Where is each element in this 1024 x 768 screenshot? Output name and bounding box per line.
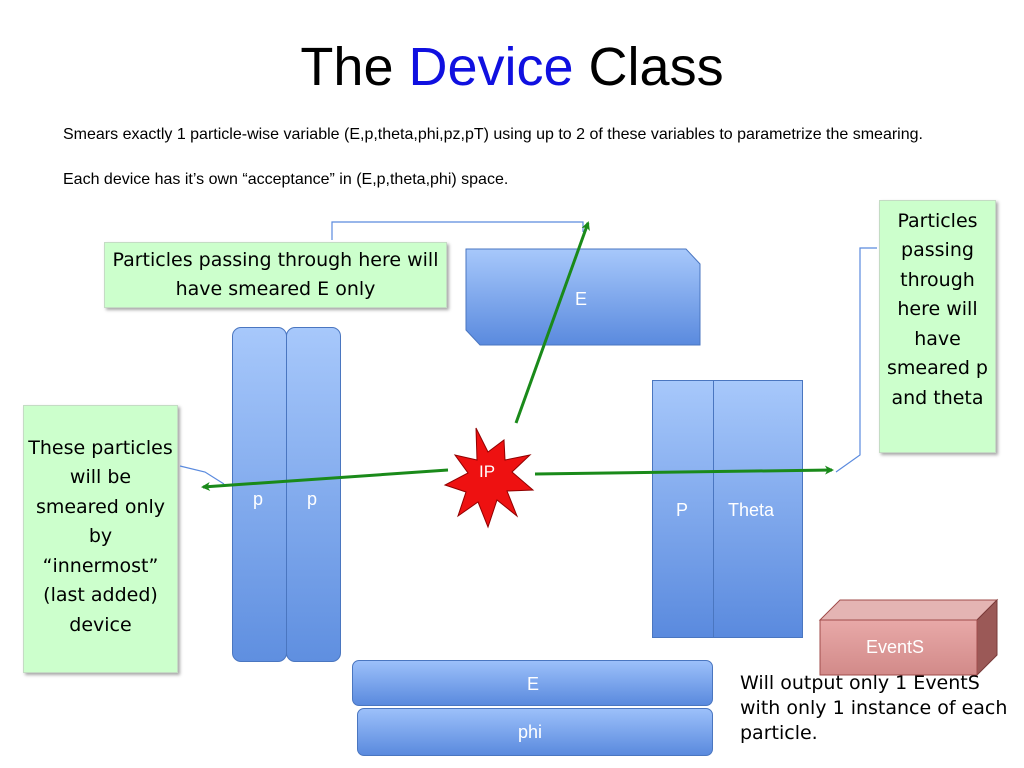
title-part-2: Class	[573, 37, 724, 97]
top-e-label: E	[575, 289, 588, 309]
left-p-label-1: p	[253, 489, 264, 509]
ip-star	[443, 427, 535, 529]
title-part-1: The	[300, 37, 409, 97]
right-theta-device	[713, 380, 803, 638]
callout-top: Particles passing through here will have…	[104, 242, 447, 308]
ip-label: IP	[479, 462, 496, 481]
output-text: Will output only 1 EventS with only 1 in…	[740, 672, 1008, 745]
callout-left-connector	[179, 465, 225, 485]
callout-right-text: Particles passing through here will have…	[887, 210, 988, 409]
callout-top-text: Particles passing through here will have…	[112, 249, 439, 301]
callout-right-connector	[835, 247, 877, 473]
bottom-phi-label: phi	[518, 722, 543, 742]
right-theta-label: Theta	[728, 500, 775, 520]
left-p-label-2: p	[307, 489, 318, 509]
arrow-left-to-p	[201, 468, 449, 492]
intro-line-1: Smears exactly 1 particle-wise variable …	[63, 126, 923, 143]
left-p-device-2	[286, 327, 341, 662]
right-p-label: P	[676, 500, 689, 520]
bottom-e-label: E	[527, 674, 540, 694]
arrow-right-to-theta	[534, 465, 834, 476]
slide-title: The Device Class	[0, 37, 1024, 97]
right-p-device	[652, 380, 714, 638]
bottom-phi-device	[357, 708, 713, 756]
bottom-e-device	[352, 660, 713, 706]
callout-right: Particles passing through here will have…	[879, 200, 996, 453]
intro-text: Smears exactly 1 particle-wise variable …	[63, 124, 963, 213]
arrow-up-to-e	[514, 221, 590, 424]
events-label: EventS	[866, 637, 925, 657]
events-cube-front	[819, 619, 978, 676]
callout-left-text: These particles will be smeared only by …	[28, 437, 173, 636]
intro-line-2: Each device has it’s own “acceptance” in…	[63, 170, 509, 188]
callout-top-connector	[331, 221, 584, 240]
events-cube-top	[818, 599, 999, 621]
callout-left: These particles will be smeared only by …	[23, 405, 178, 673]
title-highlight: Device	[408, 37, 574, 97]
